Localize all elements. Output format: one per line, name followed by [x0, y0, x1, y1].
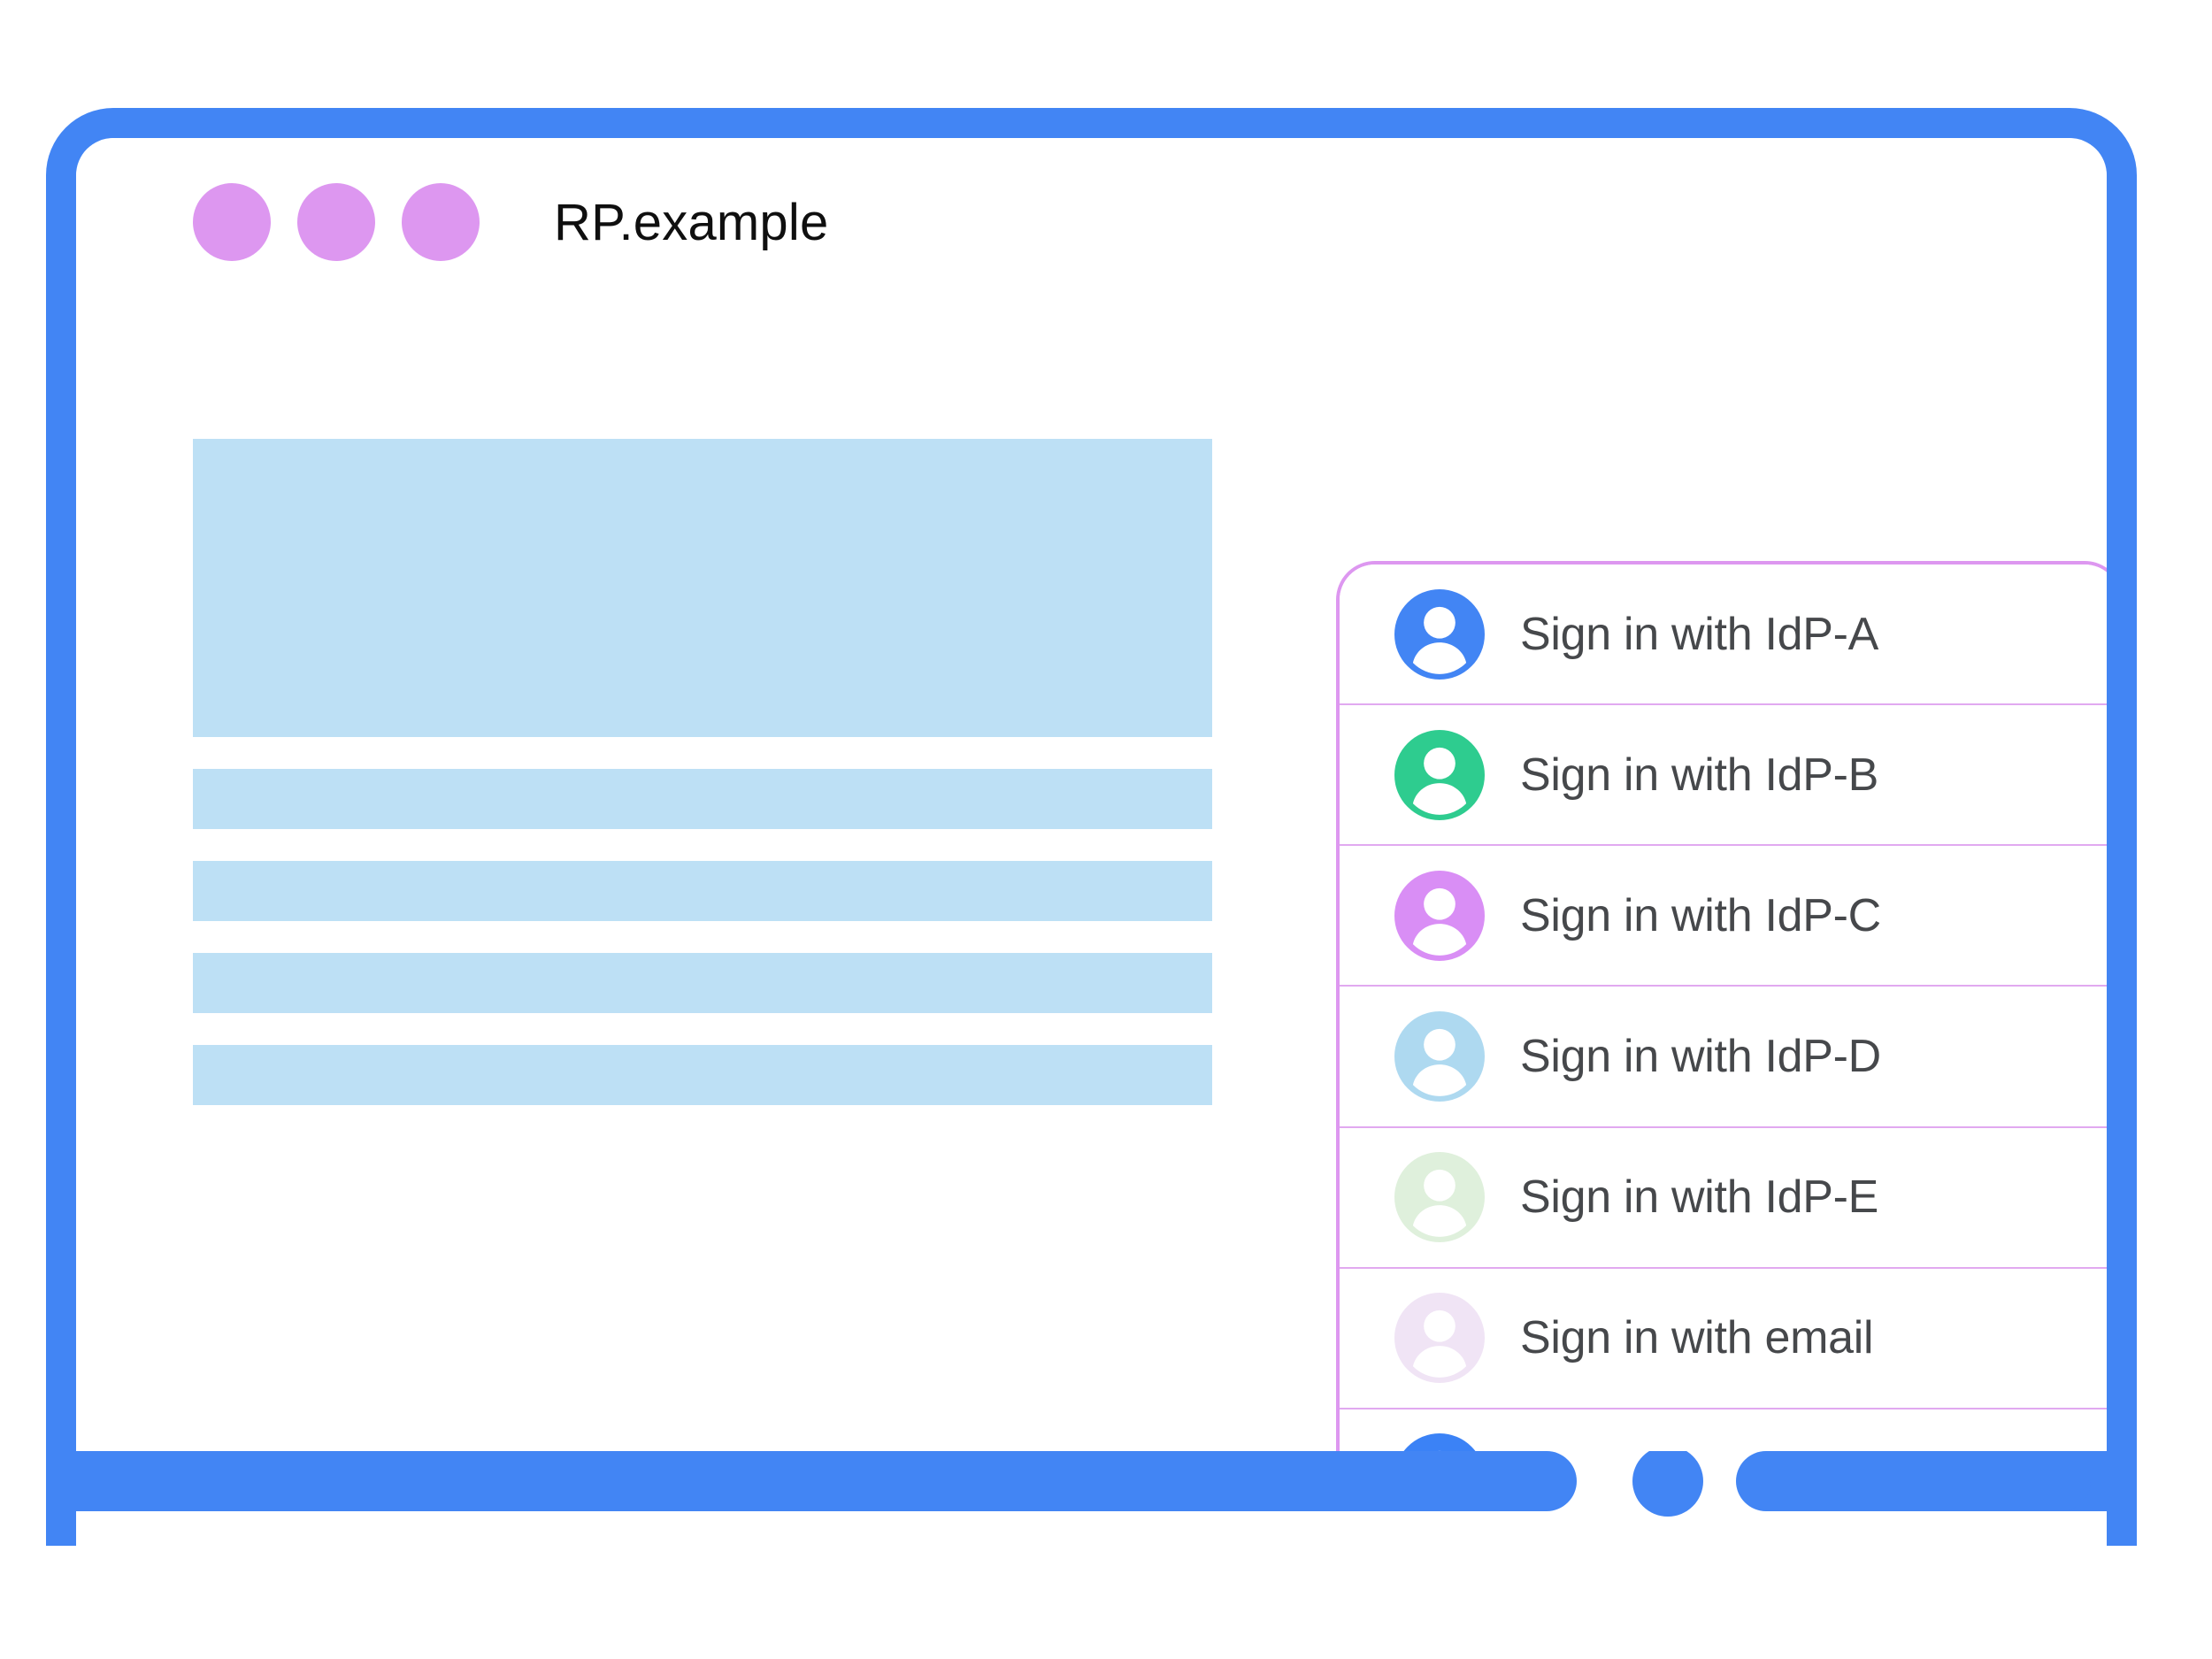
account-row[interactable]: Sign in with IdP-B: [1340, 705, 2107, 847]
text-bar-placeholder-1: [193, 769, 1212, 829]
account-label: Sign in with IdP-A: [1520, 608, 1879, 660]
page-content-placeholders: [193, 439, 1212, 1137]
window-dot-2-icon[interactable]: [297, 183, 375, 261]
account-chooser-popup: Sign in with IdP-A Sign in with IdP-B Sign…: [1336, 561, 2107, 1451]
avatar-icon: [1394, 1152, 1485, 1243]
account-row[interactable]: Sign in with IdP-E: [1340, 1127, 2107, 1269]
home-button[interactable]: [1632, 1446, 1703, 1517]
account-label: Sign in with IdP-D: [1520, 1030, 1881, 1082]
avatar-icon: [1394, 1433, 1485, 1451]
hero-placeholder: [193, 439, 1212, 737]
text-bar-placeholder-4: [193, 1045, 1212, 1105]
avatar-icon: [1394, 870, 1485, 961]
account-label: Sign in with IdP-E: [1520, 1171, 1879, 1224]
avatar-icon: [1394, 1293, 1485, 1384]
account-list: Sign in with IdP-A Sign in with IdP-B Sign…: [1340, 565, 2107, 1451]
browser-titlebar: RP.example: [76, 138, 2107, 306]
account-label: Sign in with email: [1520, 1312, 1874, 1364]
avatar-icon: [1394, 729, 1485, 820]
account-row[interactable]: Sign in with SMS: [1340, 1409, 2107, 1451]
frame-bottom-bar-left: [46, 1451, 1577, 1511]
account-label: Sign in with IdP-B: [1520, 749, 1879, 801]
text-bar-placeholder-2: [193, 861, 1212, 921]
page-title: RP.example: [554, 193, 829, 251]
avatar-icon: [1394, 588, 1485, 680]
avatar-icon: [1394, 1010, 1485, 1102]
frame-bottom-bar-right: [1736, 1451, 2108, 1511]
account-row[interactable]: Sign in with IdP-D: [1340, 987, 2107, 1128]
account-row[interactable]: Sign in with IdP-A: [1340, 565, 2107, 706]
window-dot-3-icon[interactable]: [402, 183, 480, 261]
text-bar-placeholder-3: [193, 953, 1212, 1013]
account-label: Sign in with IdP-C: [1520, 889, 1881, 941]
account-row[interactable]: Sign in with email: [1340, 1268, 2107, 1409]
account-row[interactable]: Sign in with IdP-C: [1340, 846, 2107, 987]
window-dot-1-icon[interactable]: [193, 183, 271, 261]
